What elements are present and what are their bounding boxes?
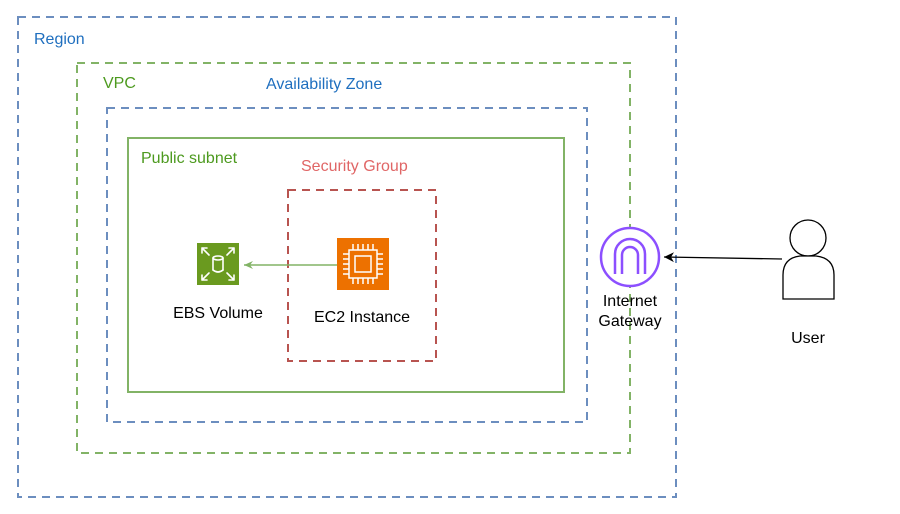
internet-gateway-label-line2: Gateway <box>598 313 662 330</box>
ec2-instance-icon <box>337 238 389 290</box>
ec2-instance-label: EC2 Instance <box>313 309 411 326</box>
internet-gateway-label-line1: Internet <box>602 293 658 310</box>
user-icon <box>782 219 835 300</box>
ebs-volume-label: EBS Volume <box>173 305 263 322</box>
public-subnet-label: Public subnet <box>141 150 238 167</box>
vpc-label: VPC <box>103 75 136 92</box>
availability-zone-boundary <box>106 107 588 423</box>
availability-zone-label: Availability Zone <box>266 76 383 93</box>
user-to-gateway-arrow <box>663 252 783 263</box>
security-group-label: Security Group <box>301 158 408 175</box>
ebs-volume-icon <box>197 243 239 285</box>
region-label: Region <box>34 31 85 48</box>
user-label: User <box>791 330 825 347</box>
public-subnet-boundary <box>127 137 565 393</box>
security-group-boundary <box>287 189 437 362</box>
internet-gateway-icon <box>599 226 661 288</box>
